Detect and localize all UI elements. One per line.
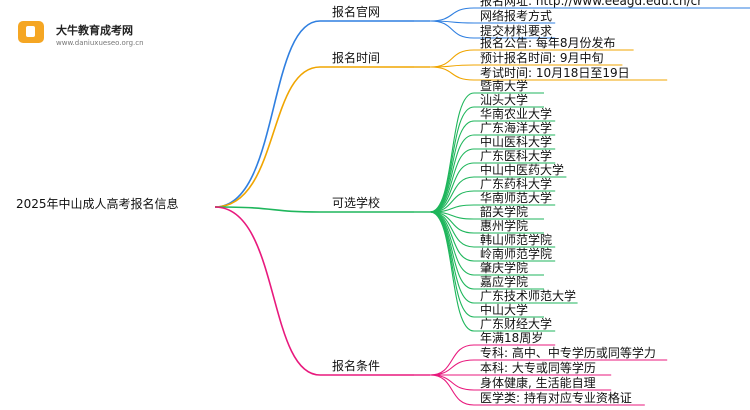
logo-name: 大牛教育成考网	[56, 24, 133, 37]
site-logo: 大牛教育成考网 www.daniuxueseo.org.cn	[4, 4, 164, 48]
leaf-item: 年满18周岁	[480, 331, 544, 345]
connector-line	[429, 176, 567, 213]
school-item: 嘉应学院	[480, 275, 529, 289]
school-item: 中山大学	[480, 303, 529, 317]
connector-line	[214, 206, 414, 213]
connector-line	[429, 148, 556, 213]
connector-line	[429, 20, 556, 39]
book-icon	[18, 21, 44, 43]
leaf-item: 报名网址: http://www.eeagd.edu.cn/cr	[480, 0, 703, 8]
school-item: 中山医科大学	[480, 135, 553, 149]
connector-line	[429, 162, 556, 213]
connector-line	[214, 206, 414, 376]
school-item: 暨南大学	[480, 79, 529, 93]
leaf-item: 专科: 高中、中专学历或同等学力	[480, 346, 656, 360]
school-item: 汕头大学	[480, 93, 529, 107]
connector-line	[429, 106, 544, 213]
leaf-item: 报名公告: 每年8月份发布	[480, 36, 616, 50]
connector-line	[429, 120, 556, 213]
logo-url: www.daniuxueseo.org.cn	[56, 39, 144, 47]
branch-label: 报名时间	[332, 51, 381, 65]
school-item: 广东药科大学	[480, 177, 553, 191]
school-item: 广东财经大学	[480, 317, 553, 331]
school-item: 广东海洋大学	[480, 121, 553, 135]
school-item: 韶关学院	[480, 205, 529, 219]
school-item: 惠州学院	[480, 219, 529, 233]
branch-label: 报名官网	[332, 5, 381, 19]
school-item: 广东医科大学	[480, 149, 553, 163]
connector-line	[429, 7, 750, 22]
connector-line	[429, 211, 556, 332]
school-item: 华南师范大学	[480, 191, 553, 205]
connector-line	[429, 344, 556, 376]
branch-label: 报名条件	[332, 359, 381, 373]
connector-line	[429, 134, 556, 213]
connector-line	[429, 66, 668, 81]
leaf-item: 预计报名时间: 9月中旬	[480, 51, 604, 65]
leaf-item: 身体健康, 生活能自理	[480, 376, 596, 390]
school-item: 韩山师范学院	[480, 233, 553, 247]
leaf-item: 考试时间: 10月18日至19日	[480, 66, 630, 80]
root-topic: 2025年中山成人高考报名信息	[16, 197, 179, 211]
school-item: 岭南师范学院	[480, 247, 553, 261]
branch-label: 可选学校	[332, 196, 381, 210]
leaf-item: 网络报考方式	[480, 9, 553, 23]
school-item: 中山中医药大学	[480, 163, 565, 177]
connector-line	[429, 374, 645, 406]
school-item: 广东技术师范大学	[480, 289, 577, 303]
connector-line	[214, 20, 414, 208]
school-item: 肇庆学院	[480, 261, 529, 275]
connector-line	[214, 66, 414, 208]
leaf-item: 本科: 大专或同等学历	[480, 361, 596, 375]
leaf-item: 医学类: 持有对应专业资格证	[480, 391, 632, 405]
school-item: 华南农业大学	[480, 107, 553, 121]
leaf-item: 提交材料要求	[480, 24, 553, 38]
